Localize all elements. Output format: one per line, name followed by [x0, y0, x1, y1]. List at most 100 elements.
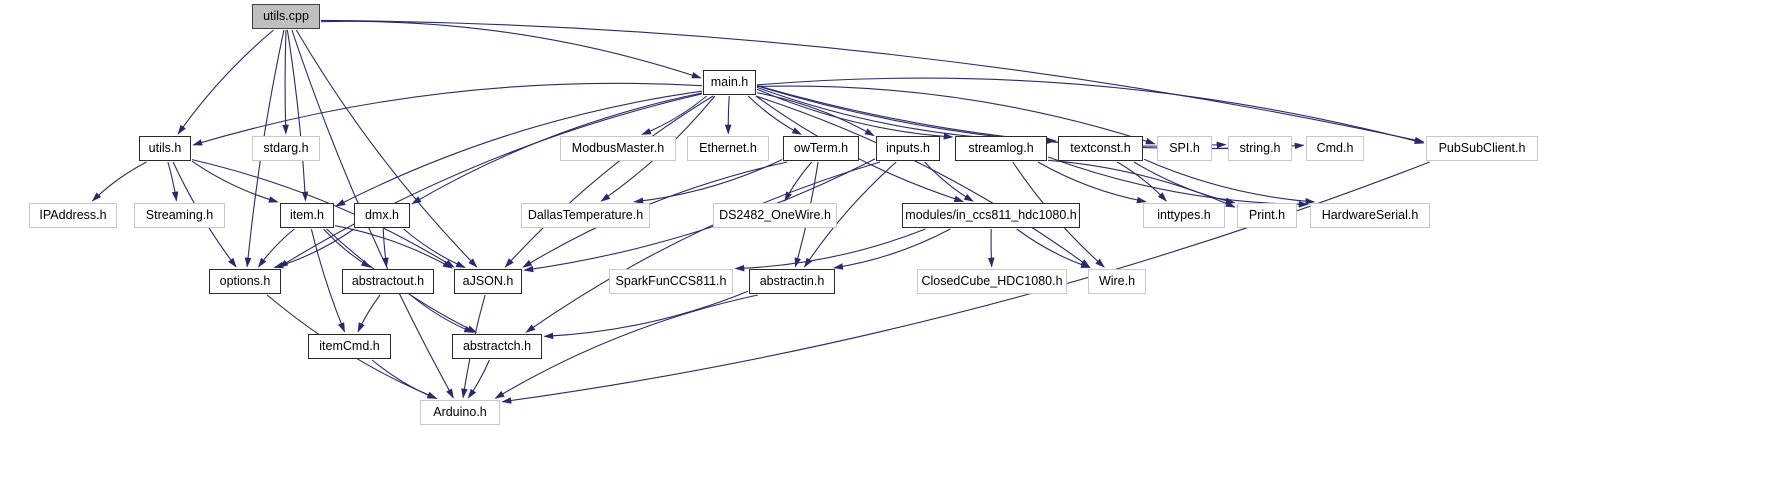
graph-edge-dmx-h-to-ajson-h	[403, 228, 466, 268]
graph-edge-abstractout-h-to-itemcmd-h	[357, 294, 381, 333]
graph-edge-main-h-to-item-h	[335, 90, 703, 207]
graph-node-cmd-h[interactable]: Cmd.h	[1306, 136, 1364, 161]
graph-node-pubsubclient-h[interactable]: PubSubClient.h	[1426, 136, 1538, 161]
graph-node-spi-h[interactable]: SPI.h	[1157, 136, 1212, 161]
graph-edge-main-h-to-inputs-h	[756, 92, 875, 137]
graph-edge-textconst-h-to-hwserial-h	[1143, 158, 1316, 205]
graph-node-label: streamlog.h	[968, 141, 1034, 156]
graph-node-abstractout-h[interactable]: abstractout.h	[342, 269, 434, 294]
graph-node-label: abstractch.h	[462, 339, 532, 354]
graph-node-label: ClosedCube_HDC1080.h	[921, 274, 1063, 289]
graph-node-label: IPAddress.h	[39, 208, 107, 223]
graph-node-abstractin-h[interactable]: abstractin.h	[749, 269, 835, 294]
graph-node-abstractch-h[interactable]: abstractch.h	[452, 334, 542, 359]
graph-node-label: stdarg.h	[263, 141, 309, 156]
graph-node-label: owTerm.h	[793, 141, 849, 156]
graph-edge-abstractin-h-to-abstractch-h	[543, 290, 749, 340]
graph-node-label: utils.h	[148, 141, 182, 156]
graph-edge-utils-h-to-streaming-h	[167, 161, 179, 202]
graph-edge-utils-h-to-item-h	[191, 160, 279, 203]
graph-edge-ccs811-h-to-abstractin-h	[833, 228, 951, 270]
graph-edge-main-h-to-owterm-h	[747, 95, 802, 135]
graph-node-arduino-h[interactable]: Arduino.h	[420, 400, 500, 425]
graph-edge-ccs811-h-to-wire-h	[1016, 228, 1091, 269]
graph-edge-ccs811-h-to-sparkfun-h	[734, 228, 926, 272]
graph-edge-owterm-h-to-ds2482-h	[784, 161, 813, 202]
graph-node-label: utils.cpp	[263, 9, 309, 24]
graph-node-main-h[interactable]: main.h	[703, 70, 756, 95]
graph-edge-pubsubclient-h-to-arduino-h	[501, 161, 1430, 404]
graph-node-label: inputs.h	[886, 141, 930, 156]
graph-node-ethernet-h[interactable]: Ethernet.h	[687, 136, 769, 161]
graph-node-inputs-h[interactable]: inputs.h	[876, 136, 940, 161]
graph-node-label: HardwareSerial.h	[1321, 208, 1419, 223]
graph-node-label: SPI.h	[1169, 141, 1200, 156]
graph-edge-streamlog-h-to-inttypes-h	[1037, 161, 1147, 204]
graph-node-label: ModbusMaster.h	[571, 141, 665, 156]
graph-node-options-h[interactable]: options.h	[209, 269, 281, 294]
graph-node-inttypes-h[interactable]: inttypes.h	[1143, 203, 1225, 228]
graph-node-streaming-h[interactable]: Streaming.h	[134, 203, 225, 228]
graph-node-print-h[interactable]: Print.h	[1237, 203, 1297, 228]
graph-edge-main-h-to-pubsubclient-h	[756, 77, 1425, 145]
graph-node-label: DS2482_OneWire.h	[719, 208, 831, 223]
graph-edge-main-h-to-ethernet-h	[724, 95, 732, 135]
graph-node-ds2482-h[interactable]: DS2482_OneWire.h	[713, 203, 837, 228]
graph-edge-dmx-h-to-abstractout-h	[382, 228, 389, 268]
graph-node-ccs811-h[interactable]: modules/in_ccs811_hdc1080.h	[902, 203, 1080, 228]
graph-edge-ccs811-h-to-closedcube-h	[987, 228, 995, 268]
graph-edge-inputs-h-to-ccs811-h	[924, 161, 974, 202]
graph-node-label: abstractout.h	[351, 274, 425, 289]
graph-edge-dmx-h-to-options-h	[273, 228, 355, 269]
graph-node-label: Print.h	[1248, 208, 1286, 223]
graph-node-item-h[interactable]: item.h	[280, 203, 334, 228]
graph-node-label: Ethernet.h	[699, 141, 757, 156]
graph-node-hwserial-h[interactable]: HardwareSerial.h	[1310, 203, 1430, 228]
graph-node-streamlog-h[interactable]: streamlog.h	[955, 136, 1047, 161]
graph-node-label: main.h	[710, 75, 749, 90]
graph-node-textconst-h[interactable]: textconst.h	[1058, 136, 1143, 161]
graph-edge-streamlog-h-to-print-h	[1047, 159, 1236, 208]
graph-edge-utils-h-to-ipaddress-h	[91, 161, 147, 202]
graph-node-itemcmd-h[interactable]: itemCmd.h	[308, 334, 391, 359]
graph-node-closedcube-h[interactable]: ClosedCube_HDC1080.h	[917, 269, 1067, 294]
graph-edge-abstractin-h-to-arduino-h	[494, 294, 758, 399]
graph-edge-inputs-h-to-abstractin-h	[803, 161, 897, 268]
graph-node-label: SparkFunCCS811.h	[615, 274, 727, 289]
graph-node-modbusmaster-h[interactable]: ModbusMaster.h	[560, 136, 676, 161]
graph-node-ajson-h[interactable]: aJSON.h	[454, 269, 522, 294]
graph-edge-item-h-to-itemcmd-h	[310, 228, 346, 333]
graph-edge-item-h-to-ajson-h	[334, 225, 453, 269]
graph-node-label: string.h	[1239, 141, 1281, 156]
graph-node-dmx-h[interactable]: dmx.h	[354, 203, 410, 228]
graph-node-wire-h[interactable]: Wire.h	[1088, 269, 1146, 294]
graph-node-dallastemp-h[interactable]: DallasTemperature.h	[521, 203, 650, 228]
graph-node-string-h[interactable]: string.h	[1228, 136, 1292, 161]
graph-edge-item-h-to-options-h	[257, 228, 295, 268]
graph-node-utils-cpp[interactable]: utils.cpp	[252, 4, 320, 29]
graph-edge-textconst-h-to-inttypes-h	[1117, 161, 1167, 202]
graph-node-label: dmx.h	[364, 208, 400, 223]
graph-edge-main-h-to-streamlog-h	[756, 88, 954, 140]
graph-node-utils-h[interactable]: utils.h	[139, 136, 191, 161]
graph-edge-main-h-to-ajson-h	[504, 95, 714, 268]
graph-edge-utils-cpp-to-pubsubclient-h	[320, 19, 1425, 144]
graph-node-sparkfun-h[interactable]: SparkFunCCS811.h	[609, 269, 733, 294]
graph-edge-utils-cpp-to-ajson-h	[295, 29, 478, 268]
graph-edge-main-h-to-wire-h	[755, 95, 1091, 268]
graph-node-stdarg-h[interactable]: stdarg.h	[252, 136, 320, 161]
graph-edge-main-h-to-modbusmaster-h	[641, 95, 708, 135]
graph-edge-main-h-to-textconst-h	[756, 86, 1057, 145]
graph-node-label: Arduino.h	[433, 405, 487, 420]
graph-node-label: abstractin.h	[759, 274, 825, 289]
graph-node-owterm-h[interactable]: owTerm.h	[783, 136, 859, 161]
graph-node-label: options.h	[219, 274, 271, 289]
graph-edge-itemcmd-h-to-arduino-h	[371, 359, 438, 399]
graph-node-ipaddress-h[interactable]: IPAddress.h	[29, 203, 117, 228]
graph-edge-main-h-to-options-h	[278, 93, 703, 268]
graph-edge-abstractout-h-to-abstractch-h	[410, 294, 475, 333]
graph-node-label: DallasTemperature.h	[527, 208, 644, 223]
graph-node-label: aJSON.h	[462, 274, 514, 289]
